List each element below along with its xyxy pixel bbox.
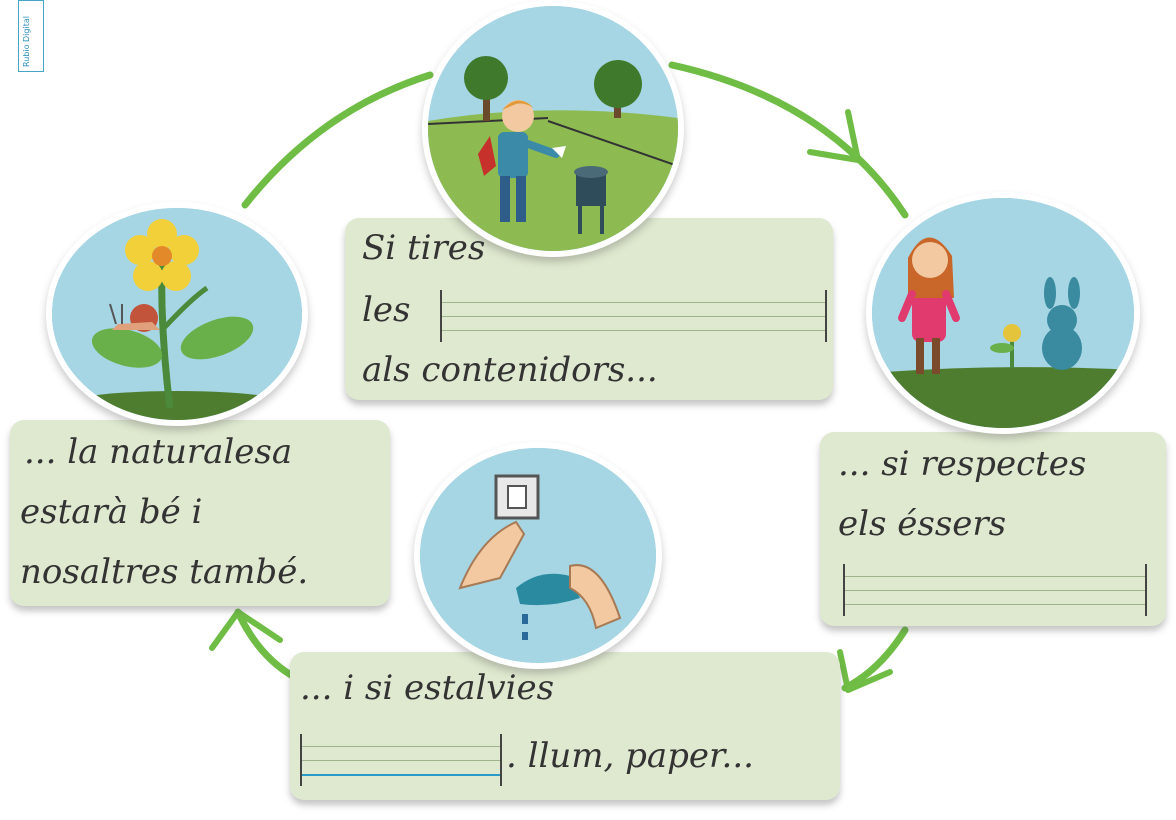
card-left-line3: nosaltres també. (20, 552, 309, 592)
illustration-boy-recycling (428, 6, 678, 251)
arrow-top-to-right (668, 61, 909, 219)
card-right-line2: els éssers (838, 504, 1007, 544)
card-left (10, 420, 390, 606)
card-right (820, 432, 1166, 626)
card-left-line2: estarà bé i (20, 492, 203, 532)
card-top-line1: Si tires (362, 228, 486, 268)
illustration-girl-rabbit (872, 198, 1134, 428)
illustration-flower-snail (52, 208, 302, 420)
answer-blank-bottom[interactable] (300, 734, 502, 786)
arrowhead-bottom-left (209, 609, 283, 651)
answer-blank-right[interactable] (843, 564, 1147, 616)
card-top-line3: als contenidors... (362, 350, 658, 390)
card-top (345, 218, 833, 400)
illustration-switch-tap (420, 448, 656, 663)
card-left-line1: ... la naturalesa (24, 432, 293, 472)
answer-blank-top[interactable] (440, 290, 827, 342)
card-bottom-line1: ... i si estalvies (300, 668, 555, 708)
card-right-line1: ... si respectes (838, 444, 1087, 484)
arrow-right-to-bottom (841, 626, 909, 692)
card-top-line2: les (362, 290, 411, 330)
arrowhead-top-right (807, 109, 861, 163)
side-tag: Rubio Digital (18, 0, 44, 72)
arrowhead-right-bottom (837, 649, 893, 693)
card-bottom-line2: . llum, paper... (506, 736, 754, 776)
arrow-left-to-top (241, 71, 434, 209)
